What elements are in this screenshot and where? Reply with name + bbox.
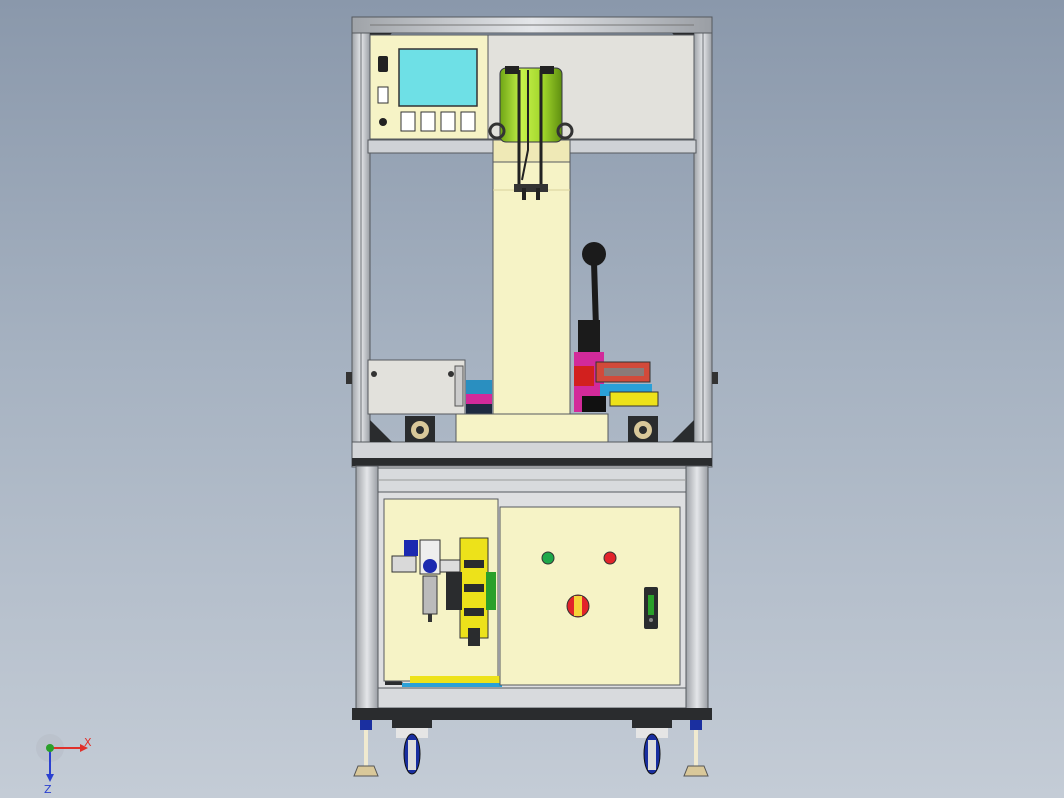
panel-key-1[interactable] — [400, 111, 416, 132]
panel-key-4[interactable] — [460, 111, 476, 132]
press-column — [492, 139, 571, 416]
emergency-rotary-switch[interactable] — [566, 594, 590, 618]
caster-right — [632, 720, 672, 775]
start-button-green[interactable] — [541, 551, 555, 565]
servo-motor — [488, 66, 574, 200]
axis-z-label: Z — [44, 783, 52, 796]
upper-base-plate — [351, 441, 713, 461]
work-plate — [455, 413, 609, 443]
caster-left — [392, 720, 432, 775]
plate-clamp-left — [405, 416, 435, 442]
upper-base-edge — [352, 458, 712, 466]
door-latch-handle[interactable] — [644, 587, 658, 629]
fixture-housing-left — [367, 359, 492, 415]
coordinate-triad: X Z — [36, 734, 92, 796]
stop-button-red[interactable] — [603, 551, 617, 565]
axis-x-label: X — [84, 736, 92, 749]
display-screen — [398, 48, 478, 107]
power-switch[interactable] — [378, 56, 388, 72]
leveling-foot-left — [353, 720, 379, 777]
pneumatic-panel — [383, 498, 502, 687]
toggle-lever[interactable] — [574, 242, 659, 412]
control-panel-box — [369, 34, 489, 140]
indicator-slot — [377, 86, 389, 104]
panel-key-2[interactable] — [420, 111, 436, 132]
reset-knob[interactable] — [379, 118, 387, 126]
upper-frame — [351, 16, 713, 468]
leveling-foot-right — [683, 720, 709, 777]
panel-key-3[interactable] — [440, 111, 456, 132]
plate-clamp-right — [628, 416, 658, 442]
